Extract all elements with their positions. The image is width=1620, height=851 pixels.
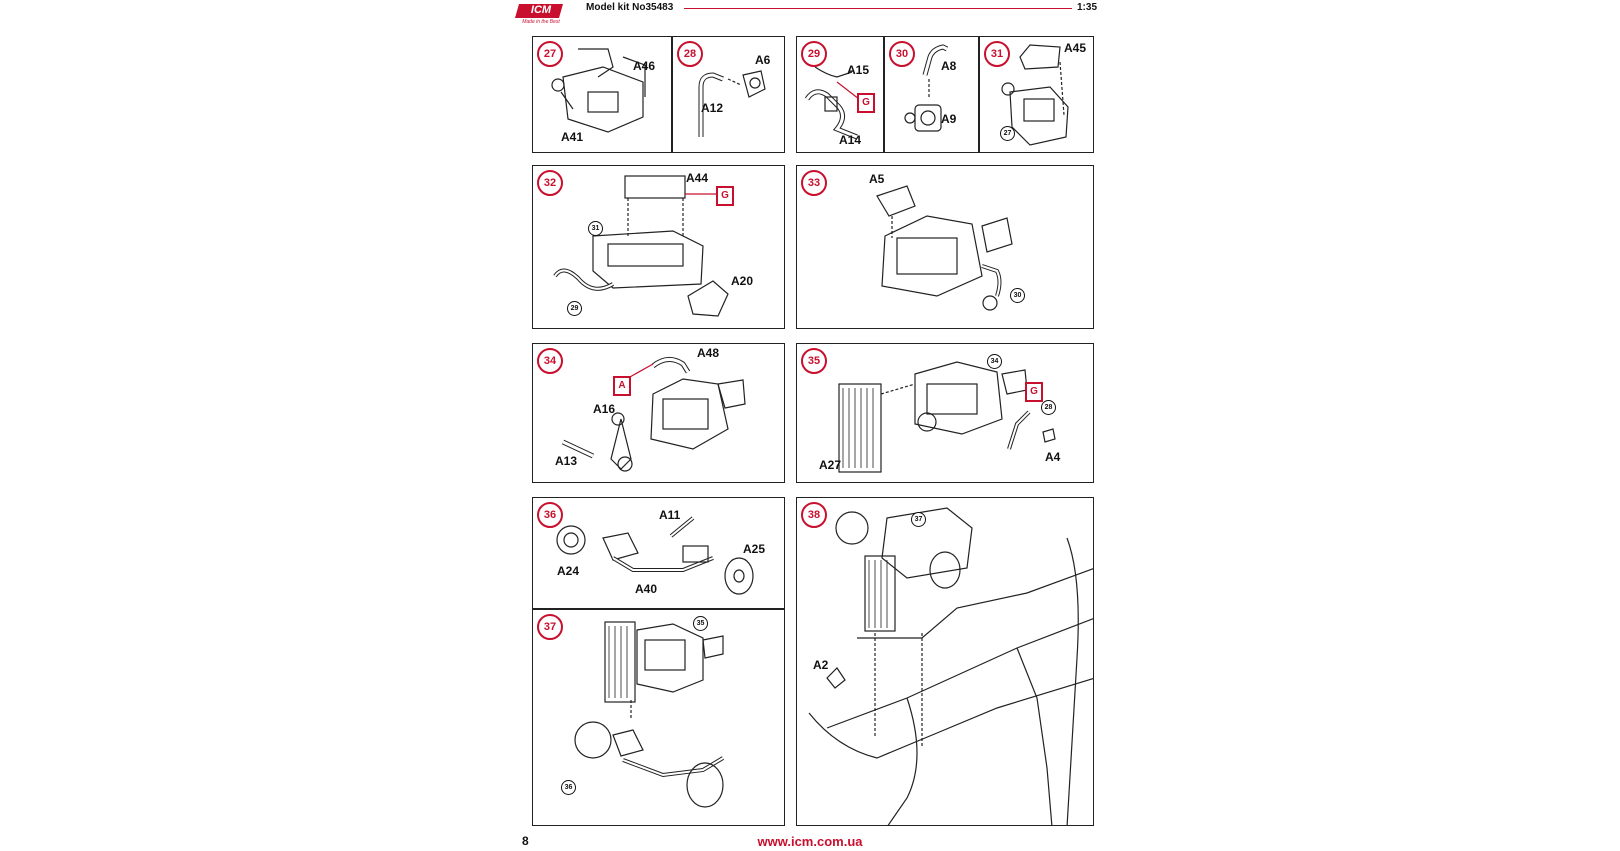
step-27-panel: 27 A46 A41 — [532, 36, 672, 153]
part-label: A16 — [593, 402, 616, 416]
step-number: 35 — [801, 348, 827, 374]
step-ref: 29 — [567, 301, 582, 316]
glue-marker: G — [1025, 382, 1043, 402]
logo-text: ICM — [530, 4, 552, 16]
step-38-panel: 38 37 A2 — [796, 497, 1094, 826]
icm-logo: ICM Made in the Best — [515, 3, 567, 29]
step-ref: 35 — [693, 616, 708, 631]
step-number: 29 — [801, 41, 827, 67]
part-label: A48 — [697, 346, 720, 360]
step-number: 30 — [889, 41, 915, 67]
step-37-panel: 37 35 36 — [532, 609, 785, 826]
kit-scale: 1:35 — [1077, 2, 1098, 13]
part-label: A4 — [1045, 450, 1061, 464]
step-number: 37 — [537, 614, 563, 640]
part-label: A14 — [839, 133, 862, 147]
part-label: A24 — [557, 564, 580, 578]
part-label: A27 — [819, 458, 842, 472]
part-label: A13 — [555, 454, 578, 468]
header-rule — [684, 8, 1072, 9]
step-35-panel: 35 34 G 28 A27 A4 — [796, 343, 1094, 483]
step-ref: 36 — [561, 780, 576, 795]
part-label: A46 — [633, 59, 656, 73]
step-ref: 27 — [1000, 126, 1015, 141]
part-label: A20 — [731, 274, 754, 288]
step-number: 28 — [677, 41, 703, 67]
step-number: 34 — [537, 348, 563, 374]
part-label: A2 — [813, 658, 829, 672]
step-ref: 31 — [588, 221, 603, 236]
step-ref: 28 — [1041, 400, 1056, 415]
part-label: A40 — [635, 582, 658, 596]
kit-title: Model kit No35483 — [586, 2, 674, 13]
part-label: A8 — [941, 59, 957, 73]
part-label: A12 — [701, 101, 724, 115]
step-34-panel: 34 A48 A A16 A13 — [532, 343, 785, 483]
page-number: 8 — [522, 834, 529, 848]
part-label: A25 — [743, 542, 766, 556]
step-number: 32 — [537, 170, 563, 196]
glue-marker: G — [857, 93, 875, 113]
step-number: 33 — [801, 170, 827, 196]
step-number: 38 — [801, 502, 827, 528]
step-ref: 30 — [1010, 288, 1025, 303]
step-36-panel: 36 A11 A24 A25 A40 — [532, 497, 785, 609]
step-29-panel: 29 A15 G A14 — [796, 36, 884, 153]
step-31-panel: 31 A45 27 — [979, 36, 1094, 153]
website-link[interactable]: www.icm.com.ua — [757, 834, 863, 849]
step-ref: 34 — [987, 354, 1002, 369]
step-30-panel: 30 A8 A9 — [884, 36, 979, 153]
part-label: A41 — [561, 130, 584, 144]
part-label: A15 — [847, 63, 870, 77]
part-label: A5 — [869, 172, 885, 186]
glue-marker: G — [716, 186, 734, 206]
part-label: A44 — [686, 171, 709, 185]
step-number: 31 — [984, 41, 1010, 67]
step-32-panel: 32 A44 G 31 29 A20 — [532, 165, 785, 329]
step-ref: 37 — [911, 512, 926, 527]
part-label: A45 — [1064, 41, 1087, 55]
step-number: 27 — [537, 41, 563, 67]
logo-tagline: Made in the Best — [522, 19, 560, 25]
note-marker: A — [613, 376, 631, 396]
step-28-panel: 28 A6 A12 — [672, 36, 785, 153]
step-number: 36 — [537, 502, 563, 528]
part-label: A11 — [659, 508, 681, 522]
part-label: A6 — [755, 53, 771, 67]
step-33-panel: 33 A5 30 — [796, 165, 1094, 329]
part-label: A9 — [941, 112, 957, 126]
